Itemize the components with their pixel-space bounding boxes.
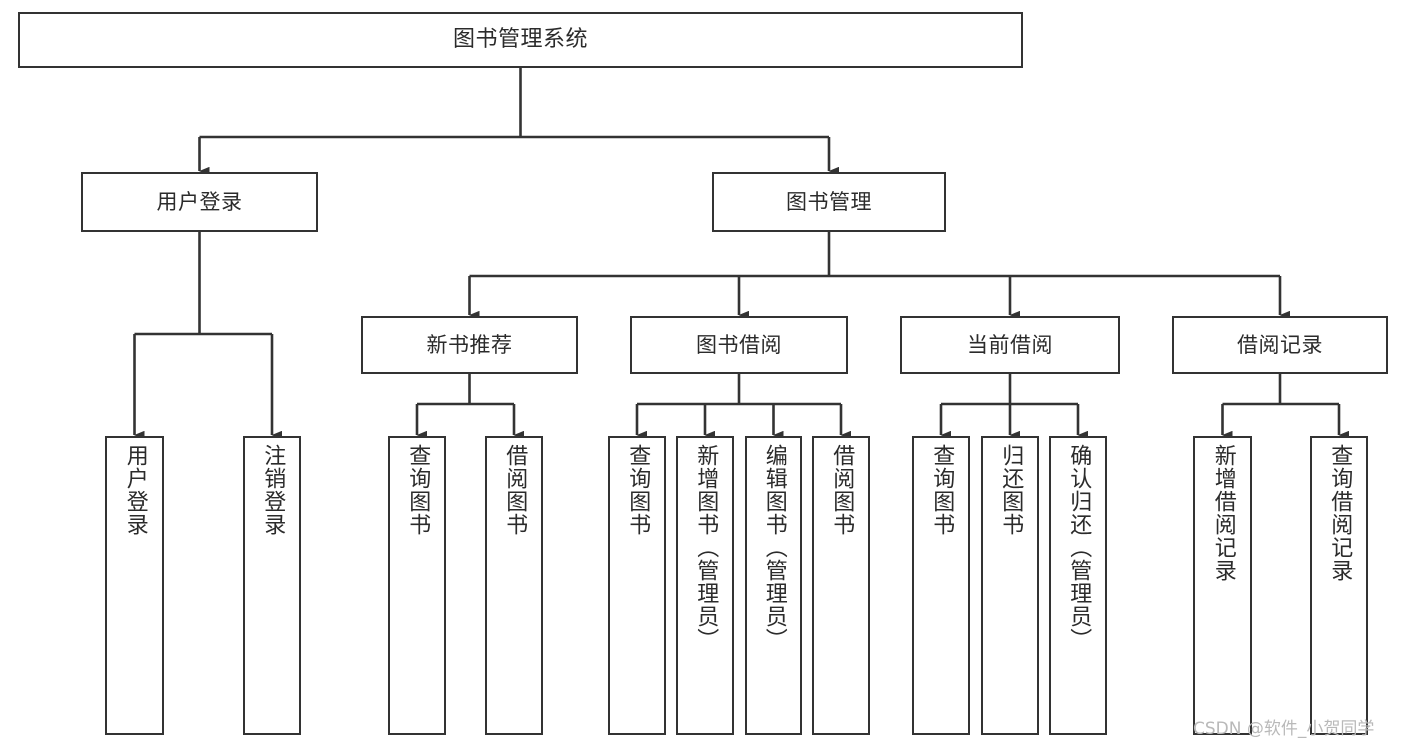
node-label: 用户登录 xyxy=(122,444,148,536)
node-leaf-query-book-rec[interactable]: 查询图书 xyxy=(388,436,446,735)
node-leaf-user-logout[interactable]: 注销登录 xyxy=(243,436,301,735)
node-label: 图书借阅 xyxy=(696,332,782,357)
node-label: 查询图书 xyxy=(929,444,955,536)
node-label: 借阅图书 xyxy=(829,444,855,536)
node-current-borrow[interactable]: 当前借阅 xyxy=(900,316,1120,374)
node-label: 当前借阅 xyxy=(967,332,1053,357)
node-leaf-query-record[interactable]: 查询借阅记录 xyxy=(1310,436,1368,735)
node-label: 新增图书（管理员） xyxy=(693,444,719,651)
node-label: 用户登录 xyxy=(156,189,243,214)
node-leaf-edit-book[interactable]: 编辑图书（管理员） xyxy=(745,436,802,735)
node-label: 新书推荐 xyxy=(426,332,513,357)
node-label: 图书管理系统 xyxy=(452,27,588,53)
node-label: 注销登录 xyxy=(260,444,286,536)
node-book-manage[interactable]: 图书管理 xyxy=(712,172,946,232)
node-user-login[interactable]: 用户登录 xyxy=(81,172,318,232)
node-label: 编辑图书（管理员） xyxy=(761,444,787,651)
node-new-book-rec[interactable]: 新书推荐 xyxy=(361,316,578,374)
node-label: 查询借阅记录 xyxy=(1327,444,1353,582)
node-label: 借阅记录 xyxy=(1237,332,1323,357)
node-leaf-return-book[interactable]: 归还图书 xyxy=(981,436,1039,735)
node-leaf-confirm-return[interactable]: 确认归还（管理员） xyxy=(1049,436,1107,735)
node-leaf-query-book-bb[interactable]: 查询图书 xyxy=(608,436,666,735)
node-leaf-query-book-cb[interactable]: 查询图书 xyxy=(912,436,970,735)
node-root[interactable]: 图书管理系统 xyxy=(18,12,1023,68)
node-leaf-add-book[interactable]: 新增图书（管理员） xyxy=(676,436,734,735)
node-label: 查询图书 xyxy=(625,444,651,536)
node-borrow-record[interactable]: 借阅记录 xyxy=(1172,316,1388,374)
watermark-text: CSDN @软件_小贺同学 xyxy=(1193,719,1375,739)
node-label: 归还图书 xyxy=(998,444,1024,536)
node-leaf-add-record[interactable]: 新增借阅记录 xyxy=(1193,436,1252,735)
node-leaf-borrow-book-bb[interactable]: 借阅图书 xyxy=(812,436,870,735)
node-label: 查询图书 xyxy=(405,444,431,536)
node-leaf-user-login[interactable]: 用户登录 xyxy=(105,436,164,735)
node-leaf-borrow-book-rec[interactable]: 借阅图书 xyxy=(485,436,543,735)
connector-lines xyxy=(133,68,1349,440)
node-label: 新增借阅记录 xyxy=(1210,444,1236,582)
node-label: 借阅图书 xyxy=(502,444,528,536)
node-book-borrow[interactable]: 图书借阅 xyxy=(630,316,848,374)
node-label: 图书管理 xyxy=(786,189,872,214)
node-label: 确认归还（管理员） xyxy=(1066,444,1092,651)
